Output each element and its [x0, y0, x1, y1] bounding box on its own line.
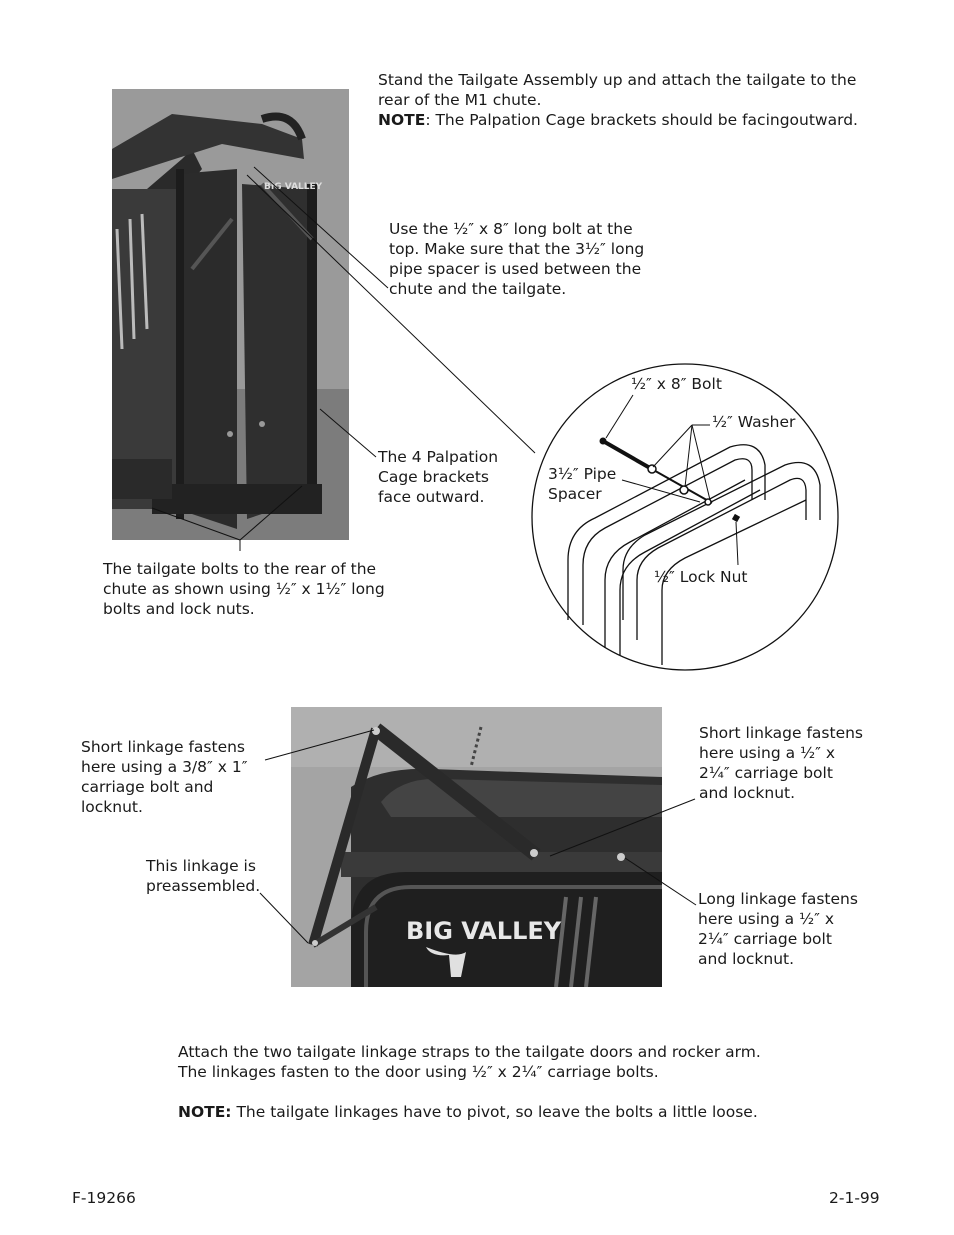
linkage-photo: BIG VALLEY: [291, 707, 662, 987]
form-number: F-19266: [72, 1189, 136, 1207]
tailgate-brand-logo: BIG VALLEY: [264, 182, 323, 192]
bottom-note-label: NOTE:: [178, 1103, 232, 1121]
label-bolt: ½″ x 8″ Bolt: [631, 375, 722, 393]
label-locknut: ½″ Lock Nut: [654, 568, 748, 586]
short-linkage-right-callout: Short linkage fastens here using a ½″ x …: [699, 724, 864, 802]
bottom-note: NOTE: The tailgate linkages have to pivo…: [178, 1102, 758, 1122]
preassembled-callout: This linkage is preassembled.: [146, 857, 261, 895]
label-spacer: 3½″ Pipe Spacer: [548, 465, 617, 503]
intro-note: NOTE: The Palpation Cage brackets should…: [378, 110, 858, 130]
tailgate-photo: BIG VALLEY: [112, 89, 349, 540]
short-linkage-left-callout: Short linkage fastens here using a 3/8″ …: [81, 738, 248, 816]
bracket-callout: The 4 Palpation Cage brackets face outwa…: [378, 448, 499, 506]
intro-line-2: rear of the M1 chute.: [378, 91, 542, 109]
tailgate-callout: The tailgate bolts to the rear of the ch…: [103, 560, 385, 618]
bolt-detail-diagram: [531, 363, 839, 671]
intro-line-1: Stand the Tailgate Assembly up and attac…: [378, 71, 857, 89]
long-linkage-callout: Long linkage fastens here using a ½″ x 2…: [698, 890, 858, 968]
bolt-callout: Use the ½″ x 8″ long bolt at the top. Ma…: [389, 220, 645, 298]
linkage-brand-logo: BIG VALLEY: [406, 917, 562, 945]
instruction-line-2: The linkages fasten to the door using ½″…: [178, 1063, 659, 1081]
instruction-line-1: Attach the two tailgate linkage straps t…: [178, 1043, 761, 1061]
intro-note-label: NOTE: [378, 111, 426, 129]
bottom-note-text: The tailgate linkages have to pivot, so …: [231, 1103, 758, 1121]
page-date: 2-1-99: [829, 1189, 880, 1207]
label-washer: ½″ Washer: [712, 413, 796, 431]
intro-note-text: : The Palpation Cage brackets should be …: [425, 111, 858, 129]
